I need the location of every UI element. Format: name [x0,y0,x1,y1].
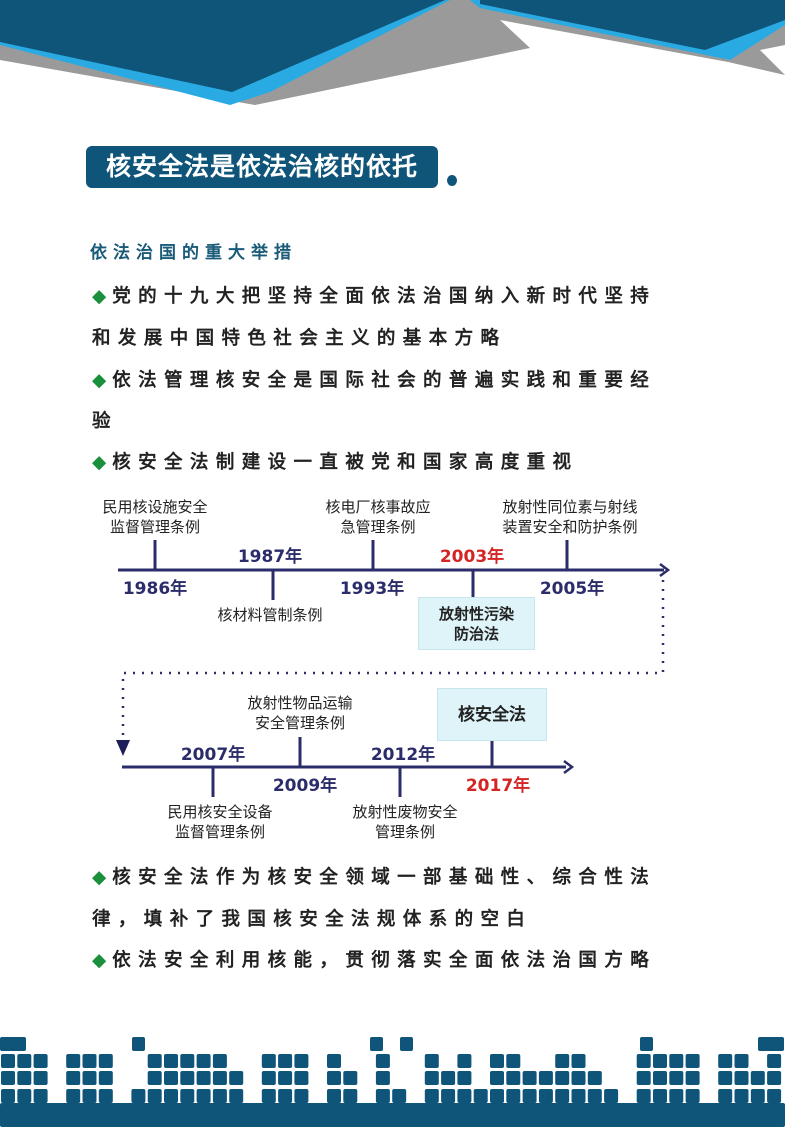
diamond-icon: ◆ [92,286,111,307]
year-label: 1987年 [237,547,303,567]
header-banner-graphic [0,0,785,105]
bullet-line: ◆核安全法制建设一直被党和国家高度重视 [92,452,579,473]
footer-pixel-pattern [0,1037,785,1127]
event-label: 放射性废物安全管理条例 [352,803,458,841]
event-label: 核电厂核事故应急管理条例 [325,498,431,536]
section-title: 核安全法是依法治核的依托 [86,146,438,188]
event-label: 核材料管制条例 [217,606,323,624]
year-label: 2009年 [272,776,338,796]
diamond-icon: ◆ [92,867,111,888]
diamond-icon: ◆ [92,452,111,473]
subtitle: 依法治国的重大举措 [90,243,297,263]
year-label: 1993年 [339,579,405,599]
diamond-icon: ◆ [92,370,111,391]
bullet-line: ◆核安全法作为核安全领域一部基础性、综合性法 [92,867,657,888]
highlight-box: 核安全法 [437,688,547,741]
bullet-line: ◆党的十九大把坚持全面依法治国纳入新时代坚持 [92,286,657,307]
bullet-line: 验 [92,411,118,432]
bullet-line: 律，填补了我国核安全法规体系的空白 [92,909,533,930]
event-label: 放射性物品运输安全管理条例 [247,694,353,732]
diamond-icon: ◆ [92,950,111,971]
bullet-line: ◆依法管理核安全是国际社会的普遍实践和重要经 [92,370,657,391]
year-label: 2007年 [180,745,246,765]
highlight-box: 放射性污染防治法 [418,597,535,650]
year-label: 1986年 [122,579,188,599]
year-label-highlight: 2017年 [465,776,531,796]
bullet-line: ◆依法安全利用核能，贯彻落实全面依法治国方略 [92,950,657,971]
year-label-highlight: 2003年 [439,547,505,567]
event-label: 放射性同位素与射线装置安全和防护条例 [502,498,638,536]
event-label: 民用核设施安全监督管理条例 [102,498,208,536]
year-label: 2005年 [539,579,605,599]
bullet-line: 和发展中国特色社会主义的基本方略 [92,328,507,349]
event-label: 民用核安全设备监督管理条例 [167,803,273,841]
title-dot [447,175,457,186]
year-label: 2012年 [370,745,436,765]
